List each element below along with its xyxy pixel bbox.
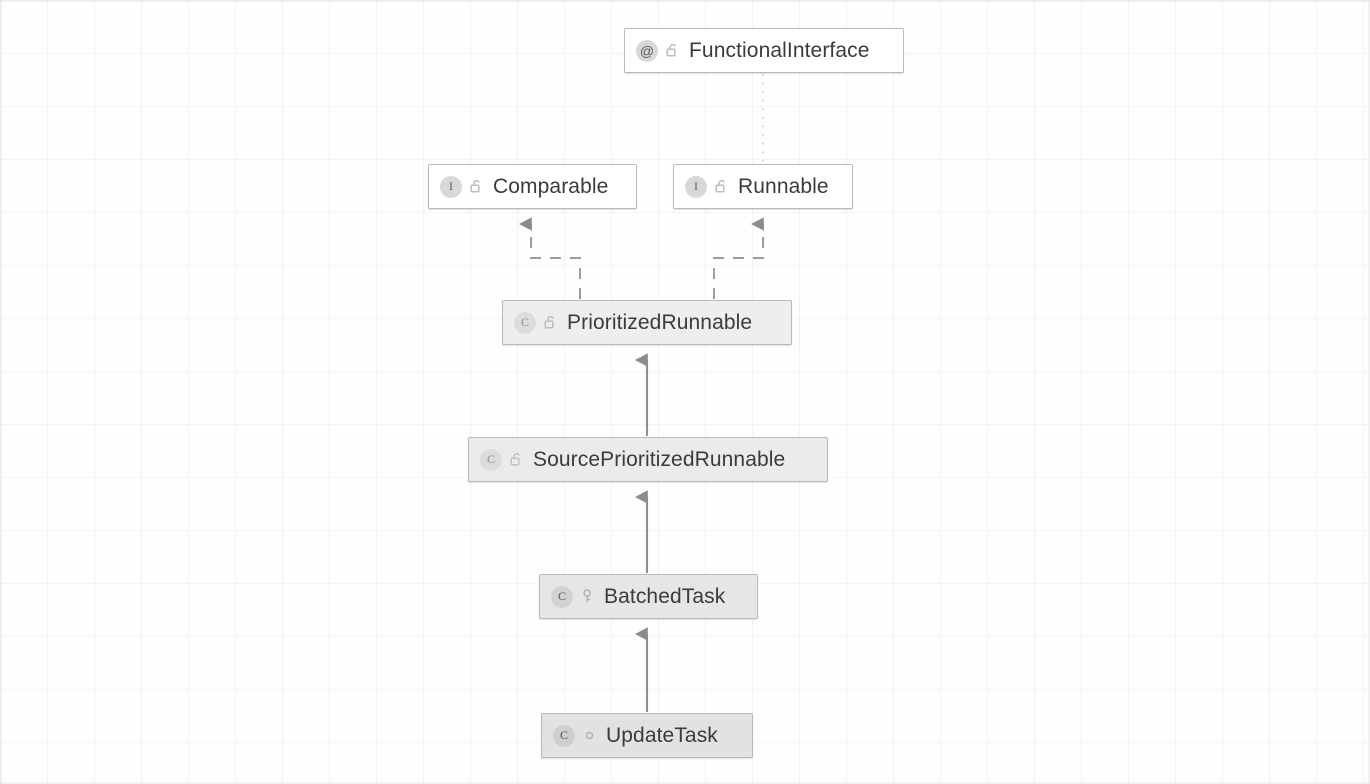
node-comparable[interactable]: I Comparable (428, 164, 637, 209)
node-label: FunctionalInterface (689, 38, 870, 62)
class-icon: C (480, 448, 502, 471)
node-label: PrioritizedRunnable (567, 310, 753, 334)
node-sourceprioritizedrunnable[interactable]: C SourcePrioritizedRunnable (468, 437, 828, 482)
node-batchedtask[interactable]: C BatchedTask (539, 574, 758, 619)
node-label: UpdateTask (606, 723, 718, 747)
node-label: Runnable (738, 174, 829, 198)
key-icon (580, 588, 595, 606)
interface-icon: I (685, 175, 707, 198)
node-label: BatchedTask (604, 584, 726, 608)
unlocked-padlock-icon (714, 178, 729, 196)
class-icon: C (551, 585, 573, 608)
interface-icon: I (440, 175, 462, 198)
edge-prioritizedrunnable-runnable (713, 217, 764, 299)
unlocked-padlock-icon (543, 314, 558, 332)
edge-prioritizedrunnable-comparable (519, 217, 581, 299)
class-icon: C (514, 311, 536, 334)
node-label: SourcePrioritizedRunnable (533, 447, 786, 471)
unlocked-padlock-icon (665, 42, 680, 60)
class-icon: C (553, 724, 575, 747)
node-runnable[interactable]: I Runnable (673, 164, 853, 209)
top-edge-smudge (0, 0, 1370, 2)
node-prioritizedrunnable[interactable]: C PrioritizedRunnable (502, 300, 792, 345)
node-functionalinterface[interactable]: @ FunctionalInterface (624, 28, 904, 73)
unlocked-padlock-icon (509, 451, 524, 469)
node-label: Comparable (493, 174, 609, 198)
annotation-icon: @ (636, 39, 658, 62)
left-edge-smudge (0, 0, 2, 784)
node-updatetask[interactable]: C UpdateTask (541, 713, 753, 758)
unlocked-padlock-icon (469, 178, 484, 196)
dot-icon (582, 727, 597, 745)
